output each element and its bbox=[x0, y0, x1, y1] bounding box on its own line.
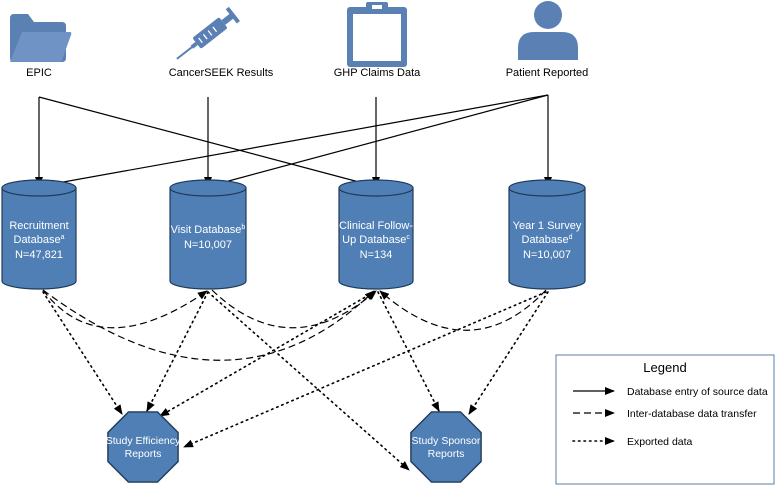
export-visit-efficiency bbox=[146, 291, 209, 412]
inter-database-transfers bbox=[42, 289, 547, 361]
report-study-efficiency-line-2: Reports bbox=[125, 448, 162, 460]
export-visit-sponsor bbox=[207, 291, 410, 471]
report-study-efficiency: Study Efficiency Reports bbox=[106, 411, 181, 483]
report-study-efficiency-line-1: Study Efficiency bbox=[106, 435, 181, 447]
source-entry-arrows bbox=[35, 94, 552, 189]
clipboard-icon bbox=[347, 2, 407, 67]
transfer-recruitment-visit bbox=[42, 289, 208, 329]
transfer-recruitment-clinical bbox=[42, 289, 375, 361]
database-year1-survey: Year 1 Survey Databased N=10,007 bbox=[508, 179, 586, 290]
database-clinical-follow-up: Clinical Follow- Up Databasec N=134 bbox=[338, 179, 414, 290]
export-recruitment-efficiency bbox=[42, 291, 123, 415]
database-visit: Visit Databaseb N=10,007 bbox=[169, 179, 247, 290]
export-clinical-sponsor bbox=[377, 291, 440, 412]
export-clinical-efficiency bbox=[159, 291, 375, 417]
syringe-icon bbox=[176, 6, 240, 60]
database-clinical-line-1: Clinical Follow- bbox=[339, 220, 413, 232]
report-study-sponsor-shape bbox=[410, 411, 482, 483]
legend-item-solid: Database entry of source data bbox=[627, 386, 768, 398]
database-visit-line-1: Visit Databaseb bbox=[171, 224, 246, 236]
database-survey-line-2: Databased bbox=[522, 234, 573, 246]
report-study-sponsor-line-2: Reports bbox=[428, 448, 465, 460]
legend-item-dashed: Inter-database data transfer bbox=[627, 408, 757, 420]
report-study-sponsor-line-1: Study Sponsor bbox=[412, 435, 481, 447]
source-label-ghp-claims: GHP Claims Data bbox=[334, 67, 421, 79]
database-visit-count: N=10,007 bbox=[184, 239, 232, 251]
database-survey-line-1: Year 1 Survey bbox=[513, 220, 582, 232]
database-recruitment-line-2: Databasea bbox=[14, 234, 65, 246]
source-label-epic: EPIC bbox=[26, 67, 52, 79]
folder-icon bbox=[10, 14, 72, 62]
legend: Legend Database entry of source data Int… bbox=[555, 354, 775, 485]
database-survey-count: N=10,007 bbox=[523, 249, 571, 261]
arrow-epic-to-clinical bbox=[38, 96, 375, 188]
legend-title: Legend bbox=[643, 360, 686, 375]
export-arrows bbox=[42, 291, 549, 471]
export-survey-efficiency bbox=[183, 291, 547, 448]
transfer-visit-clinical bbox=[211, 289, 377, 329]
arrow-patient-to-recruitment bbox=[40, 94, 549, 189]
database-recruitment: Recruitment Databasea N=47,821 bbox=[1, 179, 77, 290]
arrow-patient-to-visit bbox=[209, 94, 549, 188]
report-study-efficiency-shape bbox=[107, 411, 179, 483]
database-clinical-count: N=134 bbox=[360, 249, 393, 261]
source-label-patient-reported: Patient Reported bbox=[506, 67, 589, 79]
database-recruitment-line-1: Recruitment bbox=[9, 220, 68, 232]
legend-box bbox=[555, 354, 775, 485]
source-label-cancerseek: CancerSEEK Results bbox=[169, 67, 274, 79]
database-clinical-line-2: Up Databasec bbox=[342, 234, 410, 246]
export-survey-sponsor bbox=[468, 291, 549, 415]
person-icon bbox=[518, 1, 578, 60]
database-recruitment-count: N=47,821 bbox=[15, 249, 63, 261]
transfer-survey-clinical bbox=[379, 289, 547, 331]
report-study-sponsor: Study Sponsor Reports bbox=[410, 411, 482, 483]
legend-item-dotted: Exported data bbox=[627, 436, 693, 448]
